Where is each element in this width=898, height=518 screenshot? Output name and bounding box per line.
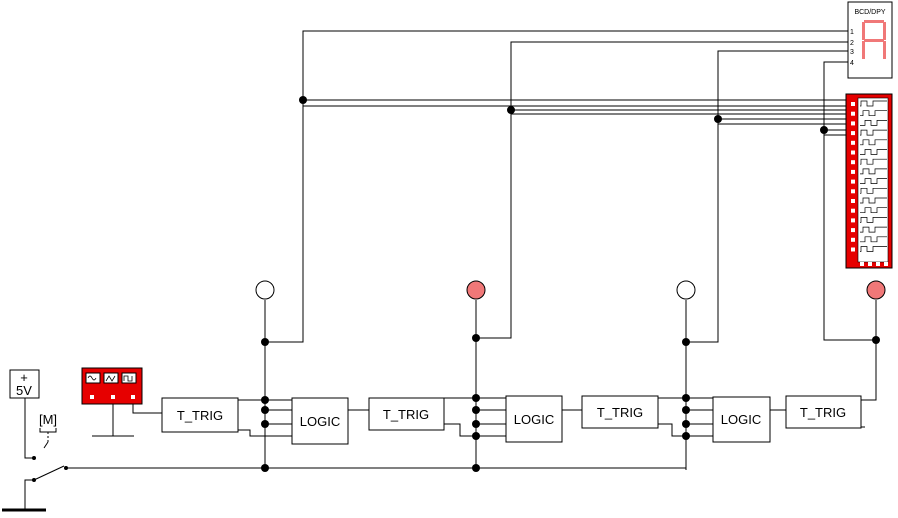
- logic-block-2[interactable]: LOGIC: [505, 395, 563, 443]
- analyzer-pin: [851, 160, 855, 165]
- analyzer-pin: [851, 111, 855, 116]
- display-pin-3: 3: [850, 49, 854, 56]
- junction-dot: [472, 334, 480, 342]
- plus-sign: +: [20, 370, 28, 385]
- logic-block-1[interactable]: LOGIC: [291, 397, 349, 445]
- junction-dot: [682, 394, 690, 402]
- junction-dot: [682, 432, 690, 440]
- junction-dot: [714, 115, 722, 123]
- junction-dot: [472, 420, 480, 428]
- analyzer-pin: [851, 169, 855, 174]
- function-generator-icon[interactable]: [81, 367, 143, 405]
- analyzer-trace: [860, 158, 887, 165]
- junctions: [261, 96, 880, 472]
- t-trigger-label: T_TRIG: [597, 405, 643, 420]
- analyzer-pin: [851, 247, 855, 252]
- display-digit: [862, 20, 886, 59]
- indicator-lamp-icon[interactable]: [676, 280, 696, 300]
- junction-dot: [261, 420, 269, 428]
- logic-label: LOGIC: [514, 412, 554, 427]
- junction-dot: [261, 406, 269, 414]
- junction-dot: [472, 406, 480, 414]
- junction-dot: [299, 96, 307, 104]
- display-pin-1: 1: [850, 29, 854, 36]
- logic-label: LOGIC: [300, 414, 340, 429]
- analyzer-trace: [860, 207, 887, 214]
- analyzer-trace: [860, 139, 887, 146]
- indicator-lamp-icon[interactable]: [255, 280, 275, 300]
- analyzer-pin: [851, 102, 855, 106]
- analyzer-pin: [851, 237, 855, 242]
- junction-dot: [682, 420, 690, 428]
- junction-dot: [507, 106, 515, 114]
- analyzer-pin: [851, 140, 855, 145]
- junction-dot: [472, 394, 480, 402]
- analyzer-trace: [860, 226, 887, 233]
- switch-icon[interactable]: [M]: [32, 412, 68, 482]
- analyzer-pin: [851, 150, 855, 155]
- switch-key-label: [M]: [39, 412, 57, 427]
- display-pin-4: 4: [850, 60, 854, 67]
- junction-dot: [872, 336, 880, 344]
- analyzer-pin: [851, 218, 855, 223]
- analyzer-pin: [851, 121, 855, 126]
- logic-label: LOGIC: [721, 412, 761, 427]
- analyzer-trace: [860, 197, 887, 204]
- display-pin-2: 2: [850, 40, 854, 47]
- indicator-lamp-icon[interactable]: [866, 280, 886, 300]
- analyzer-pin: [851, 189, 855, 194]
- t-trigger-2[interactable]: T_TRIG: [368, 397, 445, 431]
- junction-dot: [682, 338, 690, 346]
- junction-dot: [261, 464, 269, 472]
- t-trigger-1[interactable]: T_TRIG: [161, 397, 239, 433]
- analyzer-trace: [860, 236, 887, 243]
- analyzer-trace: [860, 217, 887, 223]
- analyzer-pin: [851, 208, 855, 213]
- t-trigger-3[interactable]: T_TRIG: [581, 395, 659, 429]
- analyzer-pin: [851, 228, 855, 233]
- analyzer-trace: [860, 246, 887, 252]
- t-trigger-label: T_TRIG: [800, 405, 846, 420]
- junction-dot: [820, 126, 828, 134]
- junction-dot: [682, 406, 690, 414]
- logic-block-3[interactable]: LOGIC: [712, 396, 771, 443]
- logic-analyzer-icon[interactable]: [845, 93, 893, 269]
- analyzer-pin: [851, 179, 855, 184]
- analyzer-trace: [860, 110, 887, 117]
- indicator-lamp-icon[interactable]: [466, 280, 486, 300]
- t-trigger-label: T_TRIG: [177, 408, 223, 423]
- analyzer-trace: [860, 120, 887, 126]
- lamps: [255, 280, 886, 300]
- power-source[interactable]: + 5V: [9, 369, 40, 399]
- voltage-label: 5V: [16, 383, 32, 398]
- analyzer-pin: [851, 199, 855, 203]
- analyzer-trace: [860, 100, 887, 107]
- analyzer-pin: [851, 131, 855, 136]
- junction-dot: [472, 432, 480, 440]
- analyzer-trace: [860, 168, 887, 175]
- analyzer-trace: [860, 129, 887, 136]
- junction-dot: [261, 338, 269, 346]
- analyzer-trace: [860, 178, 887, 184]
- t-trigger-label: T_TRIG: [383, 407, 429, 422]
- junction-dot: [261, 396, 269, 404]
- t-trigger-4[interactable]: T_TRIG: [785, 395, 862, 429]
- display-title: BCD/DPY: [854, 9, 885, 16]
- analyzer-trace: [860, 149, 887, 155]
- analyzer-trace: [860, 187, 887, 194]
- seven-segment-display-icon[interactable]: BCD/DPY 1 2 3 4: [847, 1, 893, 79]
- wires: [24, 30, 877, 510]
- junction-dot: [472, 464, 480, 472]
